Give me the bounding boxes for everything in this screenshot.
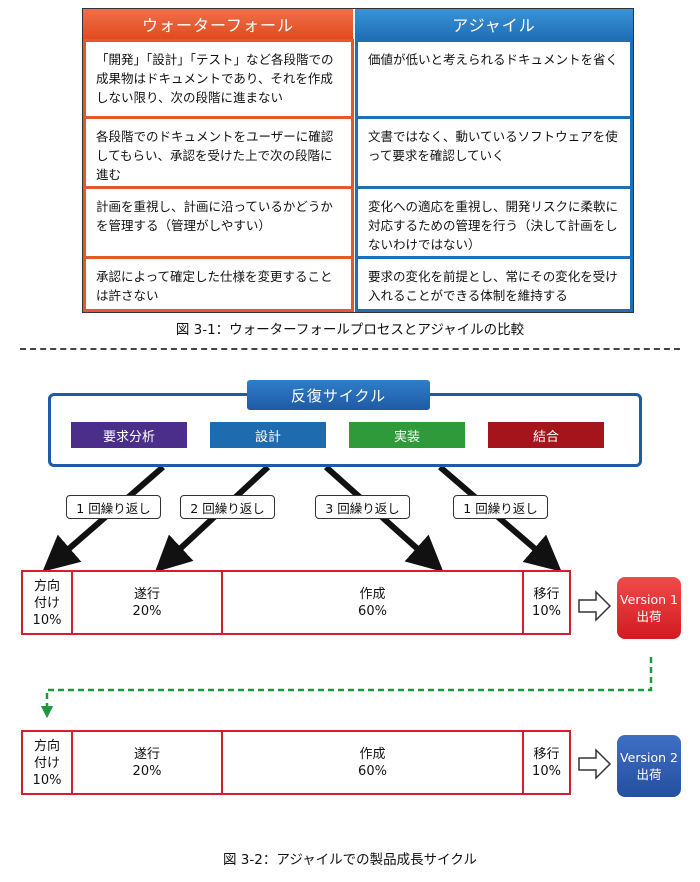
segment-label: 作成 xyxy=(359,747,386,762)
segment-percent: 20% xyxy=(132,764,162,779)
agile-cell-4: 要求の変化を前提とし、常にその変化を受け入れることができる体制を維持する xyxy=(355,259,633,312)
segment-label: 遂行 xyxy=(133,747,160,762)
agile-cell-1: 価値が低いと考えられるドキュメントを省く xyxy=(355,39,633,119)
segment-label: 遂行 xyxy=(133,587,160,602)
iteration-cycle-title: 反復サイクル xyxy=(247,380,430,410)
version-1-badge: Version 1 出荷 xyxy=(617,577,681,639)
phase-integration: 結合 xyxy=(488,422,604,448)
segment-percent: 10% xyxy=(32,613,62,628)
header-agile: アジャイル xyxy=(355,9,633,39)
version-2-badge: Version 2 出荷 xyxy=(617,735,681,797)
agile-cell-2: 文書ではなく、動いているソフトウェアを使って要求を確認していく xyxy=(355,119,633,189)
waterfall-cell-4: 承認によって確定した仕様を変更することは許さない xyxy=(83,259,354,312)
segment-label: 付け xyxy=(33,756,60,771)
ship-arrow-2 xyxy=(578,748,612,780)
segment-percent: 10% xyxy=(532,604,561,619)
figure-caption-3-2: 図 3-2：アジャイルでの製品成長サイクル xyxy=(223,852,477,868)
repeat-label-4: 1 回繰り返し xyxy=(453,495,548,519)
phase-implementation: 実装 xyxy=(349,422,465,448)
figure-caption-3-1: 図 3-1：ウォーターフォールプロセスとアジャイルの比較 xyxy=(175,322,525,338)
segment-transition: 移行 10% xyxy=(524,572,569,633)
next-version-arrow xyxy=(40,657,653,719)
repeat-label-3: 3 回繰り返し xyxy=(315,495,410,519)
waterfall-cell-3: 計画を重視し、計画に沿っているかどうかを管理する（管理がしやすい） xyxy=(83,189,354,259)
release-row-1: 方向 付け 10% 遂行 20% 作成 60% 移行 10% xyxy=(21,570,571,635)
segment-label: 作成 xyxy=(359,587,386,602)
segment-label: 移行 xyxy=(533,587,560,602)
segment-percent: 10% xyxy=(32,773,62,788)
header-waterfall: ウォーターフォール xyxy=(83,9,353,39)
agile-cell-3: 変化への適応を重視し、開発リスクに柔軟に対応するための管理を行う（決して計画をし… xyxy=(355,189,633,259)
segment-elaboration: 遂行 20% xyxy=(73,732,221,793)
segment-label: 方向 xyxy=(33,739,60,754)
version-label: Version 2 xyxy=(620,750,678,765)
segment-percent: 20% xyxy=(132,604,162,619)
repeat-label-2: 2 回繰り返し xyxy=(180,495,275,519)
comparison-table: ウォーターフォール アジャイル 「開発」「設計」「テスト」など各段階での成果物は… xyxy=(82,8,634,313)
segment-label: 方向 xyxy=(33,579,60,594)
segment-construction: 作成 60% xyxy=(223,732,522,793)
segment-label: 移行 xyxy=(533,747,560,762)
ship-arrow-1 xyxy=(578,590,612,622)
waterfall-cell-1: 「開発」「設計」「テスト」など各段階での成果物はドキュメントであり、それを作成し… xyxy=(83,39,354,119)
segment-construction: 作成 60% xyxy=(223,572,522,633)
segment-orientation: 方向 付け 10% xyxy=(23,732,71,793)
repeat-label-1: 1 回繰り返し xyxy=(66,495,161,519)
segment-elaboration: 遂行 20% xyxy=(73,572,221,633)
segment-orientation: 方向 付け 10% xyxy=(23,572,71,633)
release-row-2: 方向 付け 10% 遂行 20% 作成 60% 移行 10% xyxy=(21,730,571,795)
segment-percent: 60% xyxy=(358,604,387,619)
section-divider xyxy=(20,348,680,350)
version-label: Version 1 xyxy=(620,592,678,607)
phase-design: 設計 xyxy=(210,422,326,448)
segment-percent: 60% xyxy=(358,764,387,779)
waterfall-cell-2: 各段階でのドキュメントをユーザーに確認してもらい、承認を受けた上で次の段階に進む xyxy=(83,119,354,189)
segment-percent: 10% xyxy=(532,764,561,779)
segment-label: 付け xyxy=(33,596,60,611)
ship-label: 出荷 xyxy=(636,767,662,782)
segment-transition: 移行 10% xyxy=(524,732,569,793)
phase-requirements: 要求分析 xyxy=(71,422,187,448)
ship-label: 出荷 xyxy=(636,609,662,624)
